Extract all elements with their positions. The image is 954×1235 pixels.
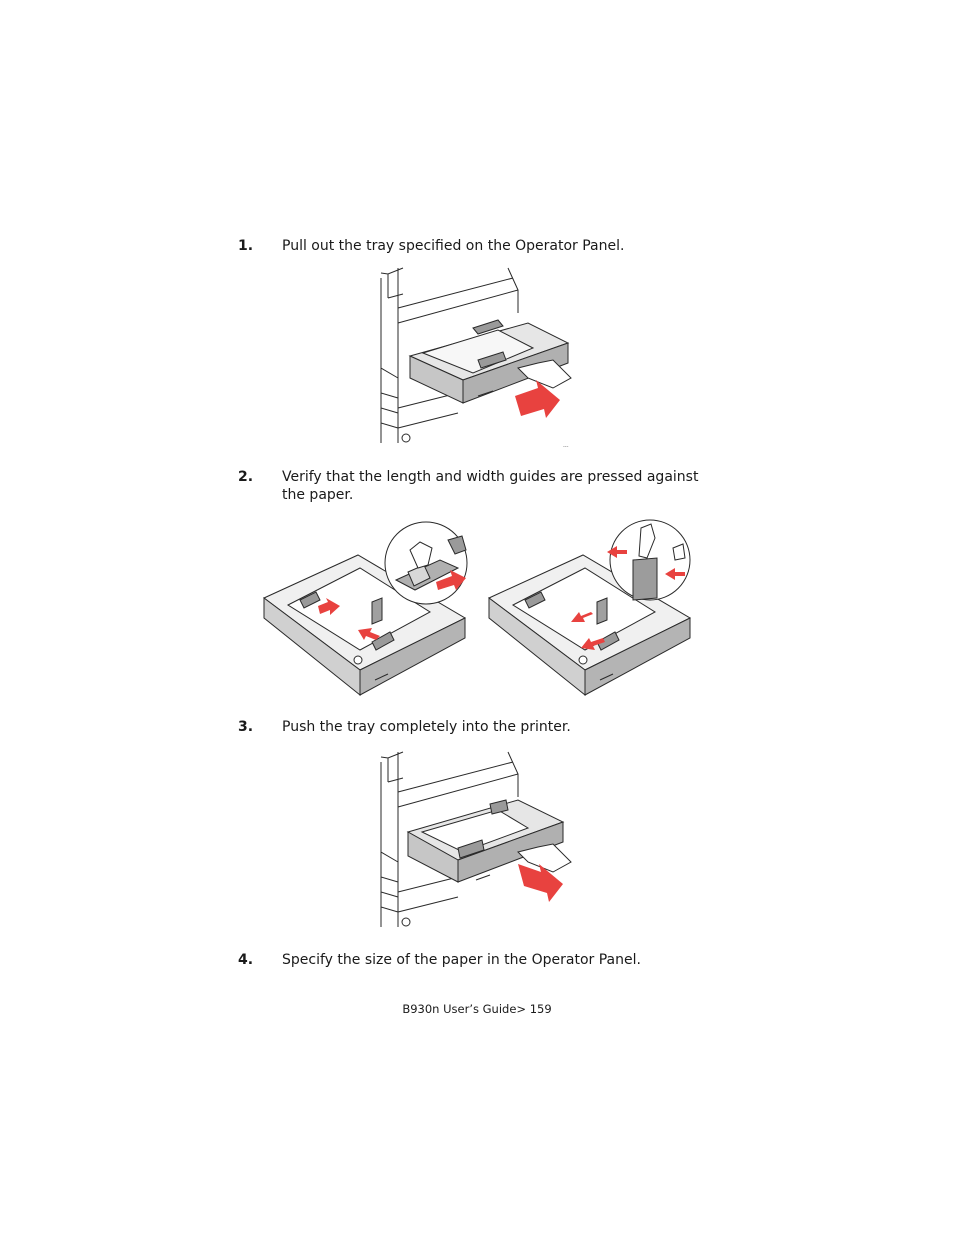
length-guide-illustration	[488, 519, 692, 697]
step-text: Push the tray completely into the printe…	[282, 719, 571, 735]
step-number: 2.	[238, 469, 254, 485]
step-number: 3.	[238, 719, 254, 735]
pull-out-tray-illustration: ---	[380, 267, 572, 450]
step-text: Verify that the length and width guides …	[282, 469, 699, 503]
page-footer: B930n User’s Guide> 159	[402, 1002, 552, 1016]
push-in-tray-illustration	[380, 751, 572, 927]
step-text: Specify the size of the paper in the Ope…	[282, 952, 641, 968]
svg-text:---: ---	[563, 444, 569, 450]
width-guide-illustration	[263, 521, 468, 697]
step-text: Pull out the tray specified on the Opera…	[282, 238, 625, 254]
step-number: 1.	[238, 238, 254, 254]
step-number: 4.	[238, 952, 254, 968]
